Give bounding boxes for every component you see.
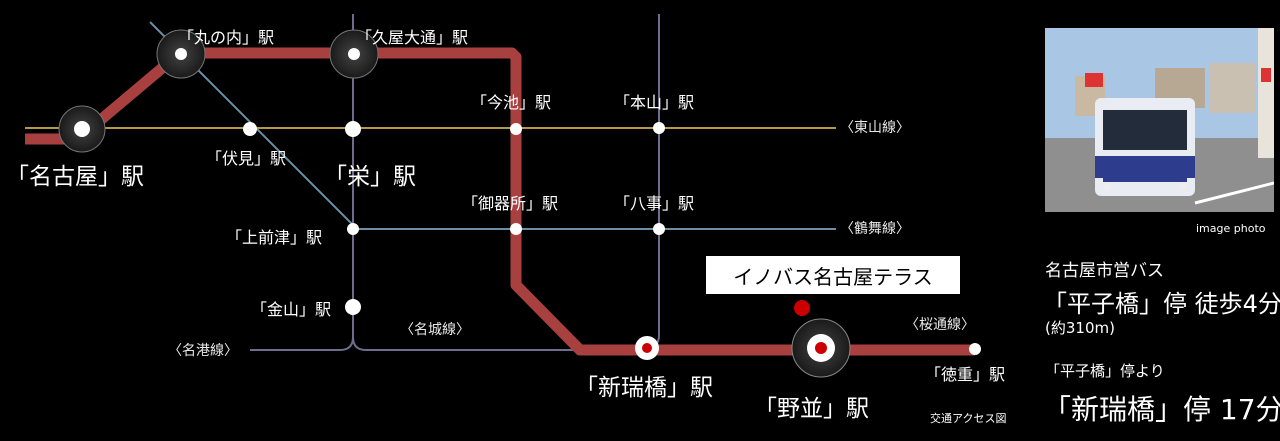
meiko-line: [250, 336, 354, 351]
station-dot-yagoto: [653, 223, 665, 235]
meijo-line: [352, 14, 640, 351]
station-label-hisaya-odori: 「久屋大通」駅: [356, 28, 469, 47]
station-label-imaike: 「今池」駅: [471, 93, 552, 112]
station-dot-hisaya: [348, 48, 360, 60]
line-label-higashiyama: 〈東山線〉: [840, 120, 910, 136]
distance-note: (約310m): [1045, 319, 1115, 337]
station-dot-kamimaezu: [347, 223, 359, 235]
bus-stop-walk: 「平子橋」停 徒歩4分: [1043, 290, 1280, 318]
bus-photo: [1045, 28, 1274, 212]
photo-caption: image photo: [1196, 222, 1266, 235]
station-label-nonami: 「野並」駅: [754, 396, 869, 422]
station-label-gokiso: 「御器所」駅: [462, 194, 559, 213]
station-dot-gokiso: [510, 223, 522, 235]
station-dot-imaike: [510, 123, 522, 135]
destination-banner: イノバス名古屋テラス: [706, 256, 960, 294]
bus-illustration: [1045, 28, 1274, 212]
diagram-footer: 交通アクセス図: [930, 412, 1007, 425]
line-label-meiko: 〈名港線〉: [168, 343, 238, 359]
station-label-kanayama: 「金山」駅: [251, 300, 332, 319]
station-label-nagoya: 「名古屋」駅: [6, 164, 144, 190]
line-label-sakuradori: 〈桜通線〉: [905, 317, 975, 333]
station-dot-kanayama: [345, 299, 361, 315]
line-label-meijo: 〈名城線〉: [400, 322, 470, 338]
station-dot-tokushige: [969, 343, 981, 355]
station-label-kamimaezu: 「上前津」駅: [226, 228, 323, 247]
station-label-motoyama: 「本山」駅: [614, 93, 695, 112]
station-label-fushimi: 「伏見」駅: [206, 149, 287, 168]
bus-operator: 名古屋市営バス: [1045, 261, 1164, 281]
station-dot-aratamabashi-core: [642, 343, 652, 353]
station-dot-nonami-core: [815, 342, 827, 354]
route-map: [25, 14, 981, 378]
line-label-tsurumai: 〈鶴舞線〉: [840, 221, 910, 237]
station-label-yagoto: 「八事」駅: [614, 194, 695, 213]
station-dot-sakae: [345, 121, 361, 137]
station-dot-marunouchi: [175, 48, 187, 60]
from-stop: 「平子橋」停より: [1045, 362, 1165, 380]
destination-marker: [794, 300, 810, 316]
station-label-tokushige: 「徳重」駅: [925, 365, 1006, 384]
station-dot-fushimi: [243, 122, 257, 136]
station-label-sakae: 「栄」駅: [324, 164, 416, 190]
station-label-marunouchi: 「丸の内」駅: [178, 28, 275, 47]
station-dot-motoyama: [653, 122, 665, 134]
station-dot-nagoya: [74, 121, 90, 137]
ride-time: 「新瑞橋」停 17分: [1043, 393, 1280, 426]
station-label-aratamabashi: 「新瑞橋」駅: [575, 375, 713, 401]
meijo-line-east: [645, 14, 660, 349]
